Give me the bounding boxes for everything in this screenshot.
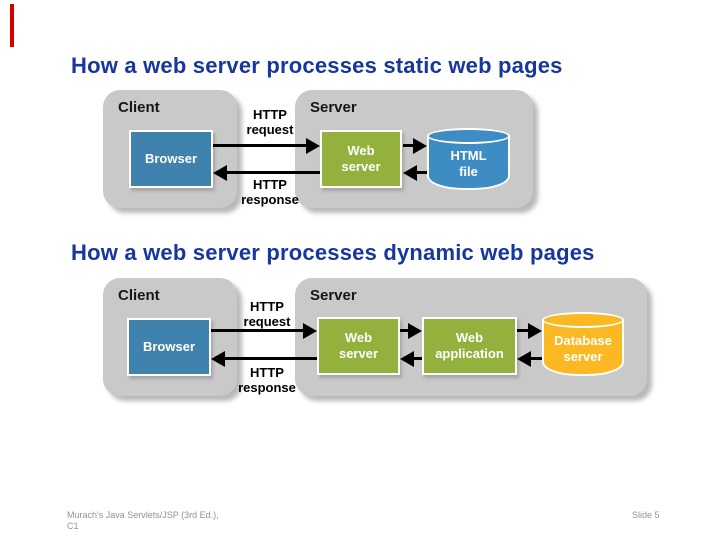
- client-panel-dynamic-label: Client: [118, 287, 160, 304]
- http-response-arrow-static: [227, 171, 320, 174]
- webserver-to-webapp-arrow: [400, 329, 408, 332]
- slide-number: Slide 5: [632, 510, 660, 520]
- footer-citation: Murach's Java Servlets/JSP (3rd Ed.), C1: [67, 510, 219, 531]
- browser-box-dynamic-label: Browser: [142, 339, 196, 354]
- http-response-label-static: HTTP response: [241, 177, 299, 207]
- http-request-arrow-dynamic: [211, 329, 303, 332]
- database-to-webapp-arrow: [531, 357, 542, 360]
- browser-box-static: Browser: [129, 130, 213, 188]
- heading-dynamic-title: How a web server processes dynamic web p…: [71, 240, 595, 265]
- web-server-box-dynamic-label: Web server: [338, 330, 379, 361]
- browser-box-dynamic: Browser: [127, 318, 211, 376]
- webapp-to-database-arrow: [517, 329, 528, 332]
- html-file-cylinder: HTML file: [427, 128, 510, 190]
- http-request-label-static: HTTP request: [246, 107, 294, 137]
- web-application-box-label: Web application: [435, 330, 504, 361]
- http-request-label-dynamic: HTTP request: [243, 299, 291, 329]
- database-server-cylinder-label-wrap: Database server: [542, 322, 624, 376]
- htmlfile-to-webserver-arrow: [417, 171, 427, 174]
- server-panel-static: Server Web server HTML file: [295, 90, 533, 208]
- web-server-box-dynamic: Web server: [317, 317, 400, 375]
- browser-box-static-label: Browser: [144, 151, 198, 166]
- web-server-box-static: Web server: [320, 130, 402, 188]
- web-server-box-static-label: Web server: [341, 143, 381, 174]
- client-panel-static: Client Browser: [103, 90, 237, 208]
- client-panel-static-label: Client: [118, 99, 160, 116]
- html-file-cylinder-label-wrap: HTML file: [427, 138, 510, 190]
- server-panel-static-label: Server: [310, 99, 357, 116]
- http-request-arrow-static: [213, 144, 306, 147]
- database-server-cylinder: Database server: [542, 312, 624, 376]
- heading-static-title: How a web server processes static web pa…: [71, 53, 563, 78]
- html-file-cylinder-lid: [427, 128, 510, 144]
- client-panel-dynamic: Client Browser: [103, 278, 237, 396]
- red-annotation-mark: [10, 4, 14, 47]
- html-file-cylinder-label: HTML file: [450, 148, 487, 179]
- database-server-cylinder-label: Database server: [554, 333, 612, 364]
- database-server-cylinder-lid: [542, 312, 624, 328]
- database-server-cylinder-body: [542, 320, 624, 376]
- web-application-box: Web application: [422, 317, 517, 375]
- webserver-to-htmlfile-arrow: [403, 144, 413, 147]
- server-panel-dynamic-label: Server: [310, 287, 357, 304]
- http-response-arrow-dynamic: [225, 357, 317, 360]
- http-response-label-dynamic: HTTP response: [238, 365, 296, 395]
- server-panel-dynamic: Server Web server Web application Databa…: [295, 278, 647, 396]
- webapp-to-webserver-arrow: [414, 357, 422, 360]
- html-file-cylinder-body: [427, 136, 510, 190]
